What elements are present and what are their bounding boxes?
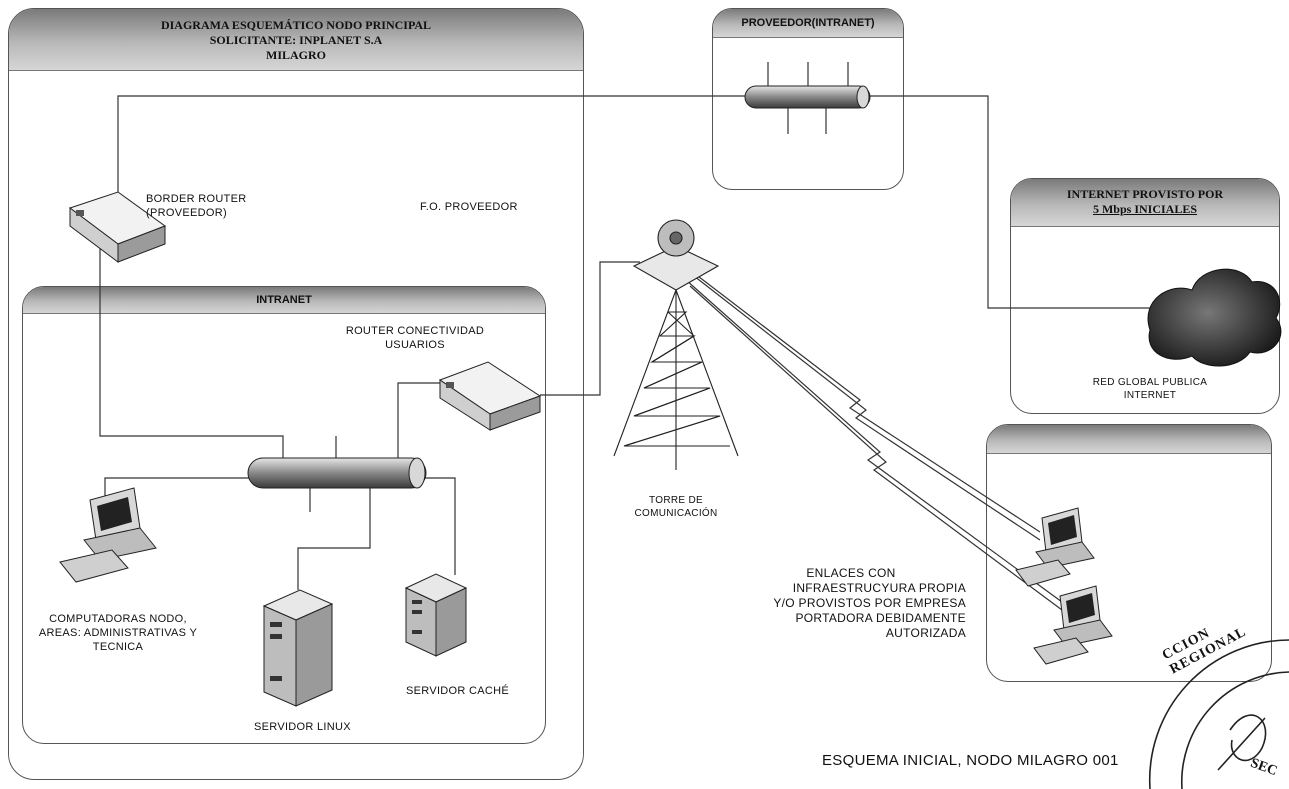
intranet-title: INTRANET [256,294,312,306]
router-users-label: ROUTER CONECTIVIDAD USUARIOS [345,325,485,351]
cache-server-icon [404,573,468,657]
link-border-router-backbone [99,230,284,458]
main-title-line3: MILAGRO [266,48,326,62]
link-router-tower [540,261,640,396]
fo-provider-label: F.O. PROVEEDOR [420,201,518,213]
provider-backbone-pipe [744,85,871,109]
wireless-links [685,269,1063,611]
official-stamp [1148,639,1289,789]
linux-server-icon [262,589,334,707]
main-title-line1: DIAGRAMA ESQUEMÁTICO NODO PRINCIPAL [160,18,432,32]
main-panel-header: DIAGRAMA ESQUEMÁTICO NODO PRINCIPAL SOLI… [9,9,583,71]
fiber-link-to-provider [117,95,745,200]
internet-cloud-label: RED GLOBAL PUBLICA INTERNET [1092,377,1208,401]
link-backbone-cache [420,477,456,575]
link-provider-internet [870,95,1150,309]
internet-panel-header: INTERNET PROVISTO POR 5 Mbps INICIALES [1011,179,1279,227]
provider-title: PROVEEDOR(INTRANET) [741,17,875,29]
cache-server-label: SERVIDOR CACHÉ [406,685,510,697]
intranet-backbone-pipe [247,457,427,489]
linux-server-label: SERVIDOR LINUX [254,721,351,733]
tower-label: TORRE DE COMUNICACIÓN [634,495,718,519]
communication-tower-icon [613,219,739,470]
remote-computer-icon [1033,585,1113,665]
user-router-icon [438,361,542,431]
remote-panel-header [987,425,1271,454]
border-router-icon [68,191,167,263]
link-backbone-computers [104,477,250,500]
local-computer-icon [59,487,157,583]
links-label: ENLACES CON INFRAESTRUCYURA PROPIA Y/O P… [773,566,966,640]
footer-caption: ESQUEMA INICIAL, NODO MILAGRO 001 [822,752,1119,769]
border-router-label: BORDER ROUTER (PROVEEDOR) [146,193,247,219]
internet-title-line1: INTERNET PROVISTO POR [1066,187,1224,201]
internet-cloud-icon [1147,268,1282,367]
main-title-line2: SOLICITANTE: INPLANET S.A [209,33,383,47]
provider-panel-header: PROVEEDOR(INTRANET) [713,9,903,38]
link-backbone-linux [297,486,371,590]
remote-computer-icon [1015,507,1095,587]
computers-label: COMPUTADORAS NODO, AREAS: ADMINISTRATIVA… [38,613,198,653]
internet-title-line2: 5 Mbps INICIALES [1092,202,1198,216]
connection-lines [99,62,1150,590]
intranet-panel-header: INTRANET [23,287,545,314]
link-backbone-router-users [397,382,450,462]
remote-users-panel [986,424,1272,682]
